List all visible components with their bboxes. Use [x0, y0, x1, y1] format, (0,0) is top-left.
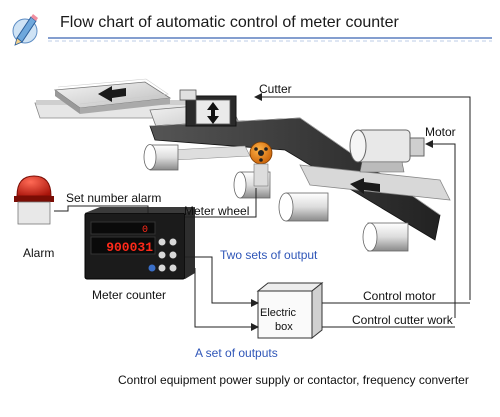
double-arrow-icon	[207, 102, 219, 124]
motor-label: Motor	[425, 125, 456, 139]
electric-box	[256, 281, 324, 340]
alarm-label: Alarm	[23, 246, 55, 260]
counter-main-value: 900031	[106, 240, 153, 255]
up-arrow-icon	[98, 86, 126, 102]
set-number-alarm-label: Set number alarm	[66, 191, 162, 205]
electric-box-label-line2: box	[275, 321, 293, 333]
electric-box-label-line1: Electric	[260, 307, 297, 319]
left-arrow-icon	[350, 178, 380, 194]
page-title: Flow chart of automatic control of meter…	[60, 14, 399, 31]
roller	[143, 144, 179, 171]
one-set-outputs-label: A set of outputs	[195, 346, 278, 360]
alarm-light	[14, 175, 54, 225]
meter-wheel-label: Meter wheel	[184, 204, 250, 218]
meter-counter-label: Meter counter	[92, 288, 167, 302]
conveyor-front	[299, 164, 451, 201]
counter-top-digit: 0	[142, 225, 148, 236]
pencil-icon	[12, 14, 38, 46]
cutter	[179, 89, 237, 127]
two-sets-output-label: Two sets of output	[220, 248, 318, 262]
roller	[278, 192, 329, 222]
meter-counter-device	[84, 207, 195, 280]
cutter-label: Cutter	[259, 82, 292, 96]
control-motor-label: Control motor	[363, 289, 436, 303]
meter-wheel	[249, 141, 273, 187]
control-cutter-work-label: Control cutter work	[352, 313, 453, 327]
bottom-note: Control equipment power supply or contac…	[118, 373, 469, 387]
motor	[349, 129, 425, 173]
connection-lines	[54, 93, 471, 331]
roller	[362, 222, 409, 252]
